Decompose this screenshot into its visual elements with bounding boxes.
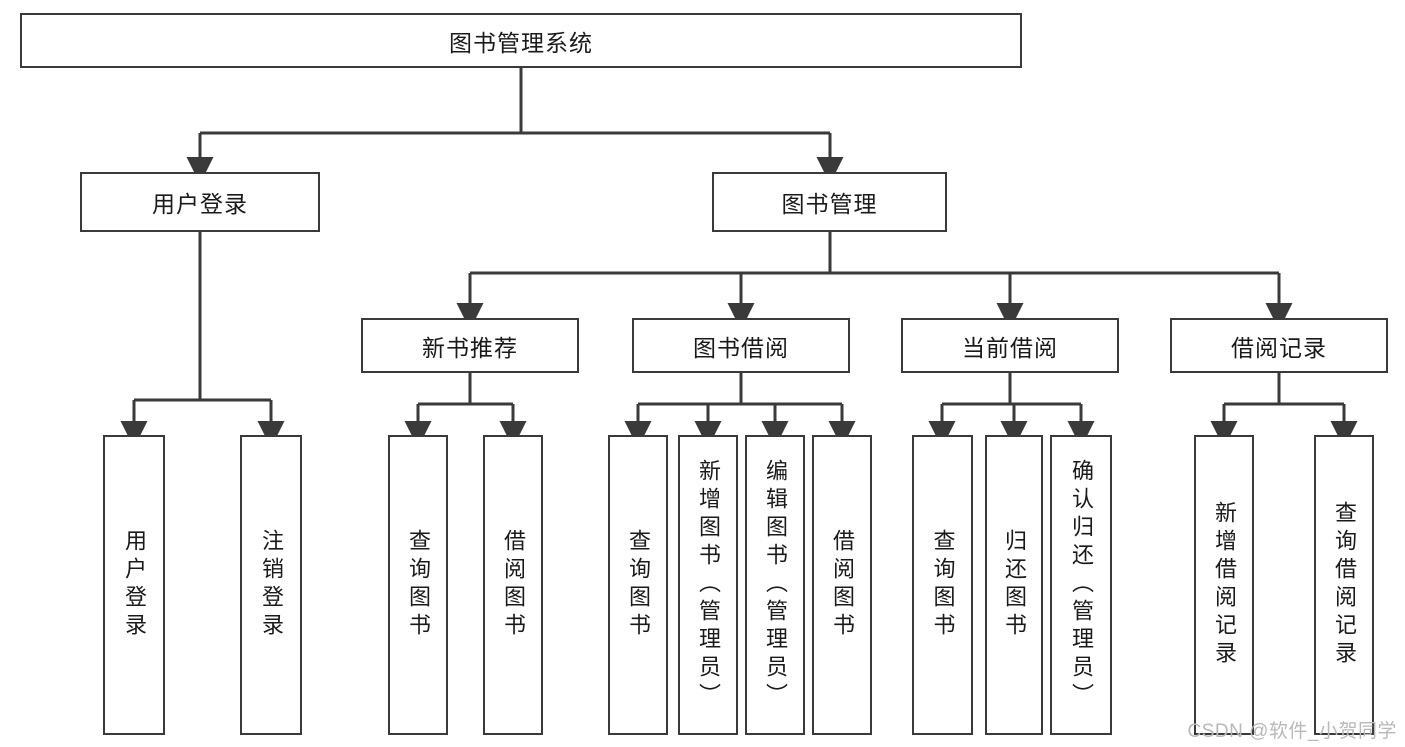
node-new-book-rec[interactable]: 新书推荐 — [361, 318, 579, 373]
node-leaf-borrow-book-1-label: 借阅图书 — [501, 529, 526, 641]
node-new-book-rec-label: 新书推荐 — [422, 334, 518, 361]
node-leaf-confirm-return-label: 确认归还（管理员） — [1069, 459, 1094, 711]
node-user-login-label: 用户登录 — [152, 191, 248, 217]
node-leaf-query-book-1[interactable]: 查询图书 — [388, 435, 448, 735]
node-leaf-add-record-label: 新增借阅记录 — [1212, 501, 1237, 669]
node-book-borrow[interactable]: 图书借阅 — [632, 318, 850, 373]
node-leaf-return-book-label: 归还图书 — [1002, 529, 1027, 641]
node-root[interactable]: 图书管理系统 — [20, 13, 1022, 68]
node-leaf-query-book-3-label: 查询图书 — [930, 529, 956, 641]
node-leaf-user-login[interactable]: 用户登录 — [103, 435, 165, 735]
node-leaf-borrow-book-2[interactable]: 借阅图书 — [812, 435, 872, 735]
csdn-watermark: CSDN @软件_小贺同学 — [1187, 721, 1397, 742]
node-leaf-edit-book-label: 编辑图书（管理员） — [763, 459, 788, 711]
node-borrow-record-label: 借阅记录 — [1231, 334, 1327, 361]
node-leaf-query-record[interactable]: 查询借阅记录 — [1314, 435, 1374, 735]
node-leaf-return-book[interactable]: 归还图书 — [985, 435, 1043, 735]
node-book-borrow-label: 图书借阅 — [693, 334, 789, 361]
node-leaf-user-logout[interactable]: 注销登录 — [240, 435, 302, 735]
node-leaf-user-login-label: 用户登录 — [122, 529, 147, 641]
node-leaf-confirm-return[interactable]: 确认归还（管理员） — [1050, 435, 1112, 735]
node-leaf-query-record-label: 查询借阅记录 — [1332, 501, 1357, 669]
node-leaf-add-record[interactable]: 新增借阅记录 — [1194, 435, 1254, 735]
node-leaf-add-book-label: 新增图书（管理员） — [696, 459, 721, 711]
node-current-borrow-label: 当前借阅 — [962, 334, 1058, 361]
node-current-borrow[interactable]: 当前借阅 — [901, 318, 1119, 373]
node-leaf-user-logout-label: 注销登录 — [259, 529, 284, 641]
node-leaf-query-book-2[interactable]: 查询图书 — [608, 435, 668, 735]
node-book-manage-label: 图书管理 — [781, 191, 878, 217]
node-book-manage[interactable]: 图书管理 — [712, 172, 947, 232]
node-leaf-add-book[interactable]: 新增图书（管理员） — [678, 435, 738, 735]
node-leaf-borrow-book-2-label: 借阅图书 — [830, 529, 855, 641]
node-borrow-record[interactable]: 借阅记录 — [1170, 318, 1388, 373]
node-leaf-query-book-3[interactable]: 查询图书 — [912, 435, 973, 735]
node-user-login[interactable]: 用户登录 — [80, 172, 320, 232]
node-leaf-query-book-2-label: 查询图书 — [626, 529, 651, 641]
node-leaf-edit-book[interactable]: 编辑图书（管理员） — [745, 435, 805, 735]
node-root-label: 图书管理系统 — [449, 29, 593, 56]
node-leaf-borrow-book-1[interactable]: 借阅图书 — [483, 435, 543, 735]
node-leaf-query-book-1-label: 查询图书 — [406, 529, 431, 641]
